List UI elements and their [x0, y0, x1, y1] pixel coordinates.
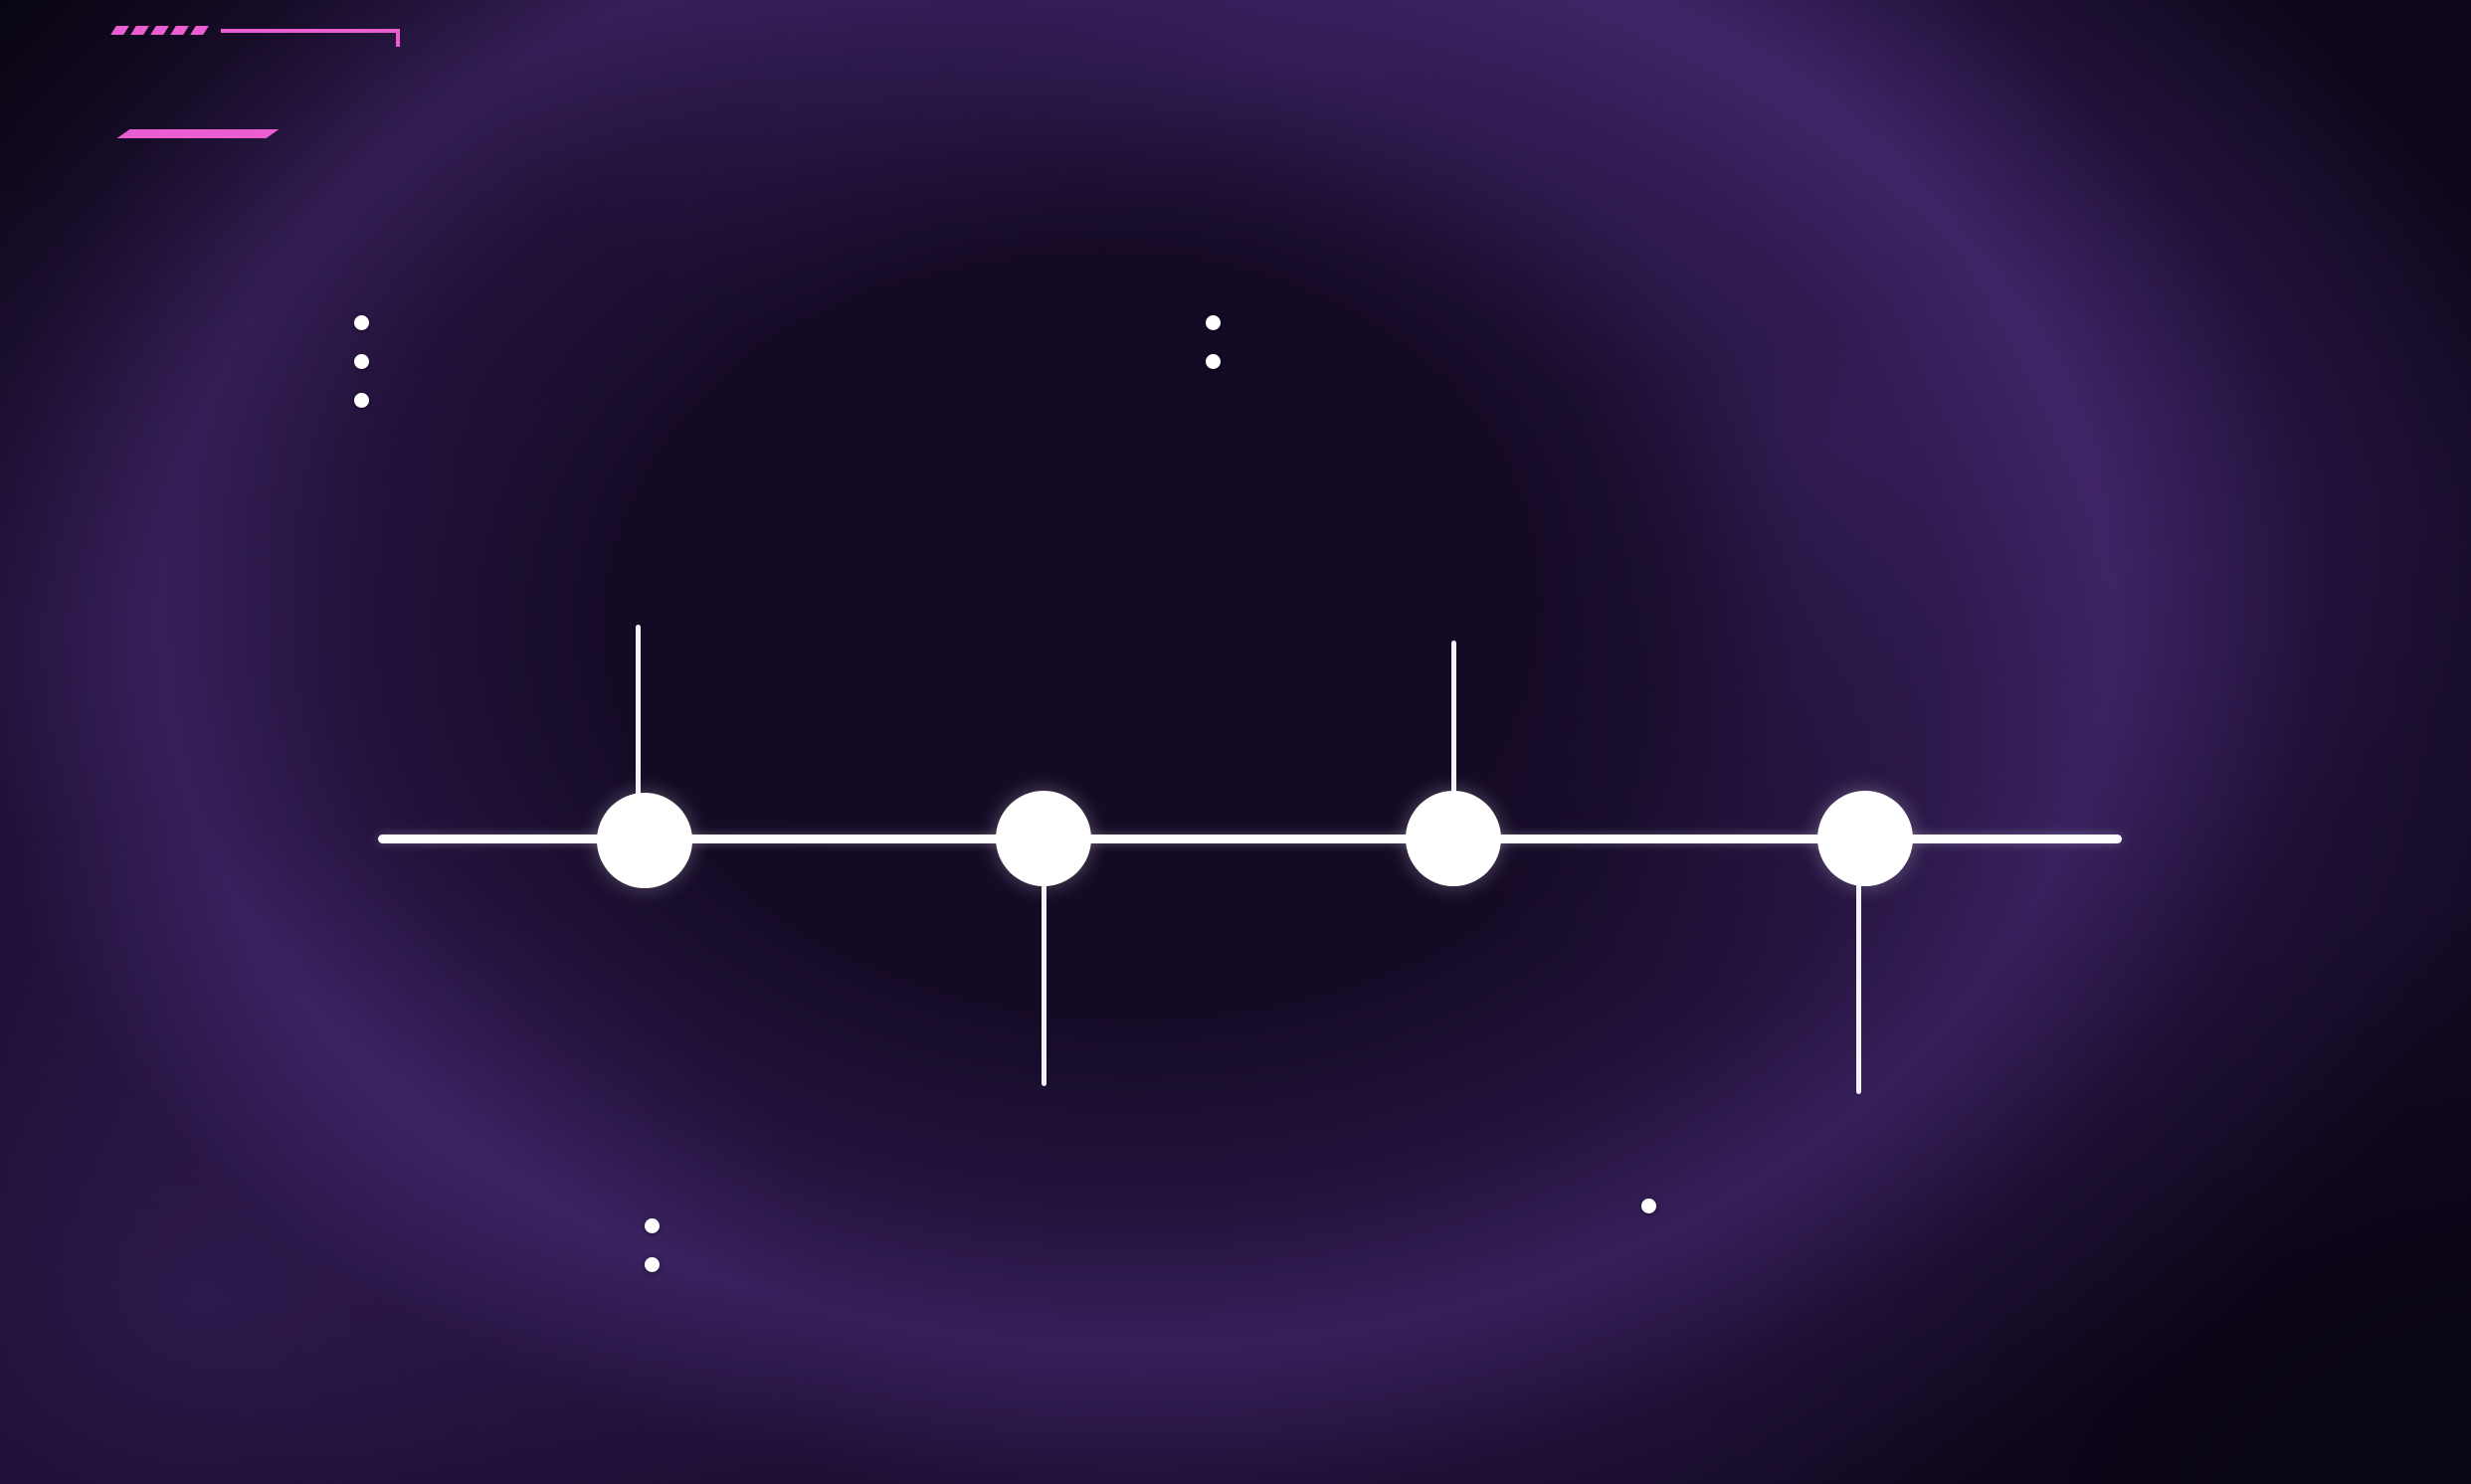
milestone-item: [354, 369, 931, 408]
milestone-item: [1206, 330, 2041, 369]
bullet-dot: [1206, 354, 1221, 369]
connector-september: [1856, 879, 1861, 1094]
timeline-node-1: [597, 793, 692, 888]
bullet-dot: [645, 1218, 660, 1233]
bullet-dot: [1641, 1199, 1656, 1213]
logo-dashes-icon: [110, 26, 209, 35]
bullet-dot: [354, 393, 369, 408]
timeline-node-2: [996, 791, 1091, 886]
milestone-february: [354, 242, 931, 408]
milestone-items-march: [645, 1195, 1500, 1272]
timeline-node-4: [1817, 791, 1913, 886]
bullet-dot: [1206, 315, 1221, 330]
milestone-item: [1206, 291, 2041, 330]
connector-february: [636, 625, 641, 798]
connector-may: [1451, 641, 1456, 794]
logo-topbar-icon: [221, 29, 400, 47]
milestone-september: [1641, 1124, 2278, 1213]
milestone-item: [354, 291, 931, 330]
timeline-node-3: [1406, 791, 1501, 886]
milestone-items-may: [1206, 291, 2041, 369]
bullet-dot: [354, 354, 369, 369]
milestone-items-september: [1641, 1175, 2278, 1213]
connector-march: [1042, 879, 1046, 1086]
logo-tail-icon: [116, 129, 280, 138]
bullet-dot: [645, 1257, 660, 1272]
milestone-item: [354, 330, 931, 369]
timeline-line: [378, 835, 2122, 843]
kbd-logo: [72, 18, 410, 167]
milestone-item: [645, 1195, 1500, 1233]
milestone-march: [645, 1124, 1500, 1272]
milestone-item: [1641, 1175, 2278, 1213]
milestone-items-february: [354, 291, 931, 408]
bullet-dot: [354, 315, 369, 330]
milestone-may: [1206, 242, 2041, 369]
milestone-item: [645, 1233, 1500, 1272]
